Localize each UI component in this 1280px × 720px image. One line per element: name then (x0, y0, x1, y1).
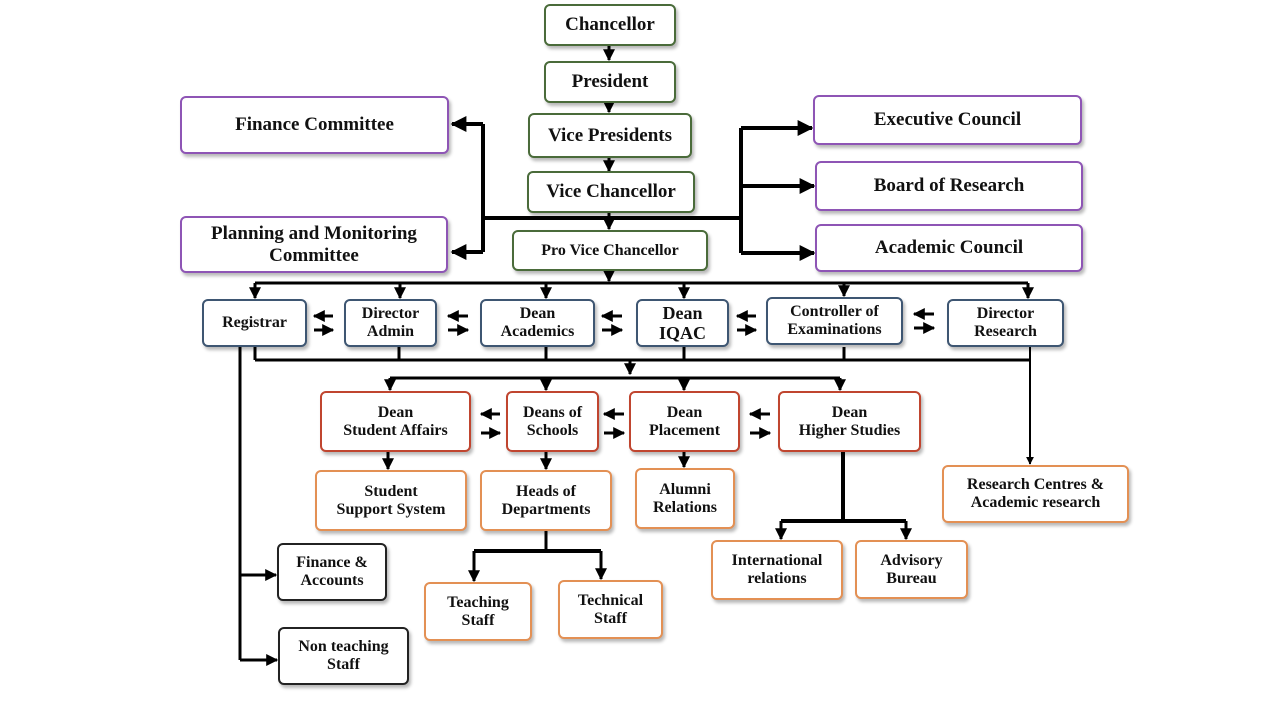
node-finance-and-accounts: Finance & Accounts (277, 543, 387, 601)
node-alumni-relations: Alumni Relations (635, 468, 735, 529)
node-heads-of-departments: Heads of Departments (480, 470, 612, 531)
node-dean-student-affairs: Dean Student Affairs (320, 391, 471, 452)
node-board-of-research: Board of Research (815, 161, 1083, 211)
node-student-support-system: Student Support System (315, 470, 467, 531)
node-advisory-bureau: Advisory Bureau (855, 540, 968, 599)
node-finance-committee: Finance Committee (180, 96, 449, 154)
node-dean-higher-studies: Dean Higher Studies (778, 391, 921, 452)
node-technical-staff: Technical Staff (558, 580, 663, 639)
node-dean-iqac: Dean IQAC (636, 299, 729, 347)
node-non-teaching-staff: Non teaching Staff (278, 627, 409, 685)
node-teaching-staff: Teaching Staff (424, 582, 532, 641)
node-pro-vice-chancellor: Pro Vice Chancellor (512, 230, 708, 271)
node-academic-council: Academic Council (815, 224, 1083, 272)
node-director-research: Director Research (947, 299, 1064, 347)
node-international-relations: International relations (711, 540, 843, 600)
node-vice-chancellor: Vice Chancellor (527, 171, 695, 213)
node-controller-of-examinations: Controller of Examinations (766, 297, 903, 345)
node-vice-presidents: Vice Presidents (528, 113, 692, 158)
node-deans-of-schools: Deans of Schools (506, 391, 599, 452)
node-registrar: Registrar (202, 299, 307, 347)
node-research-centres: Research Centres & Academic research (942, 465, 1129, 523)
node-dean-placement: Dean Placement (629, 391, 740, 452)
node-chancellor: Chancellor (544, 4, 676, 46)
node-director-admin: Director Admin (344, 299, 437, 347)
node-president: President (544, 61, 676, 103)
node-dean-academics: Dean Academics (480, 299, 595, 347)
node-executive-council: Executive Council (813, 95, 1082, 145)
node-planning-committee: Planning and Monitoring Committee (180, 216, 448, 273)
